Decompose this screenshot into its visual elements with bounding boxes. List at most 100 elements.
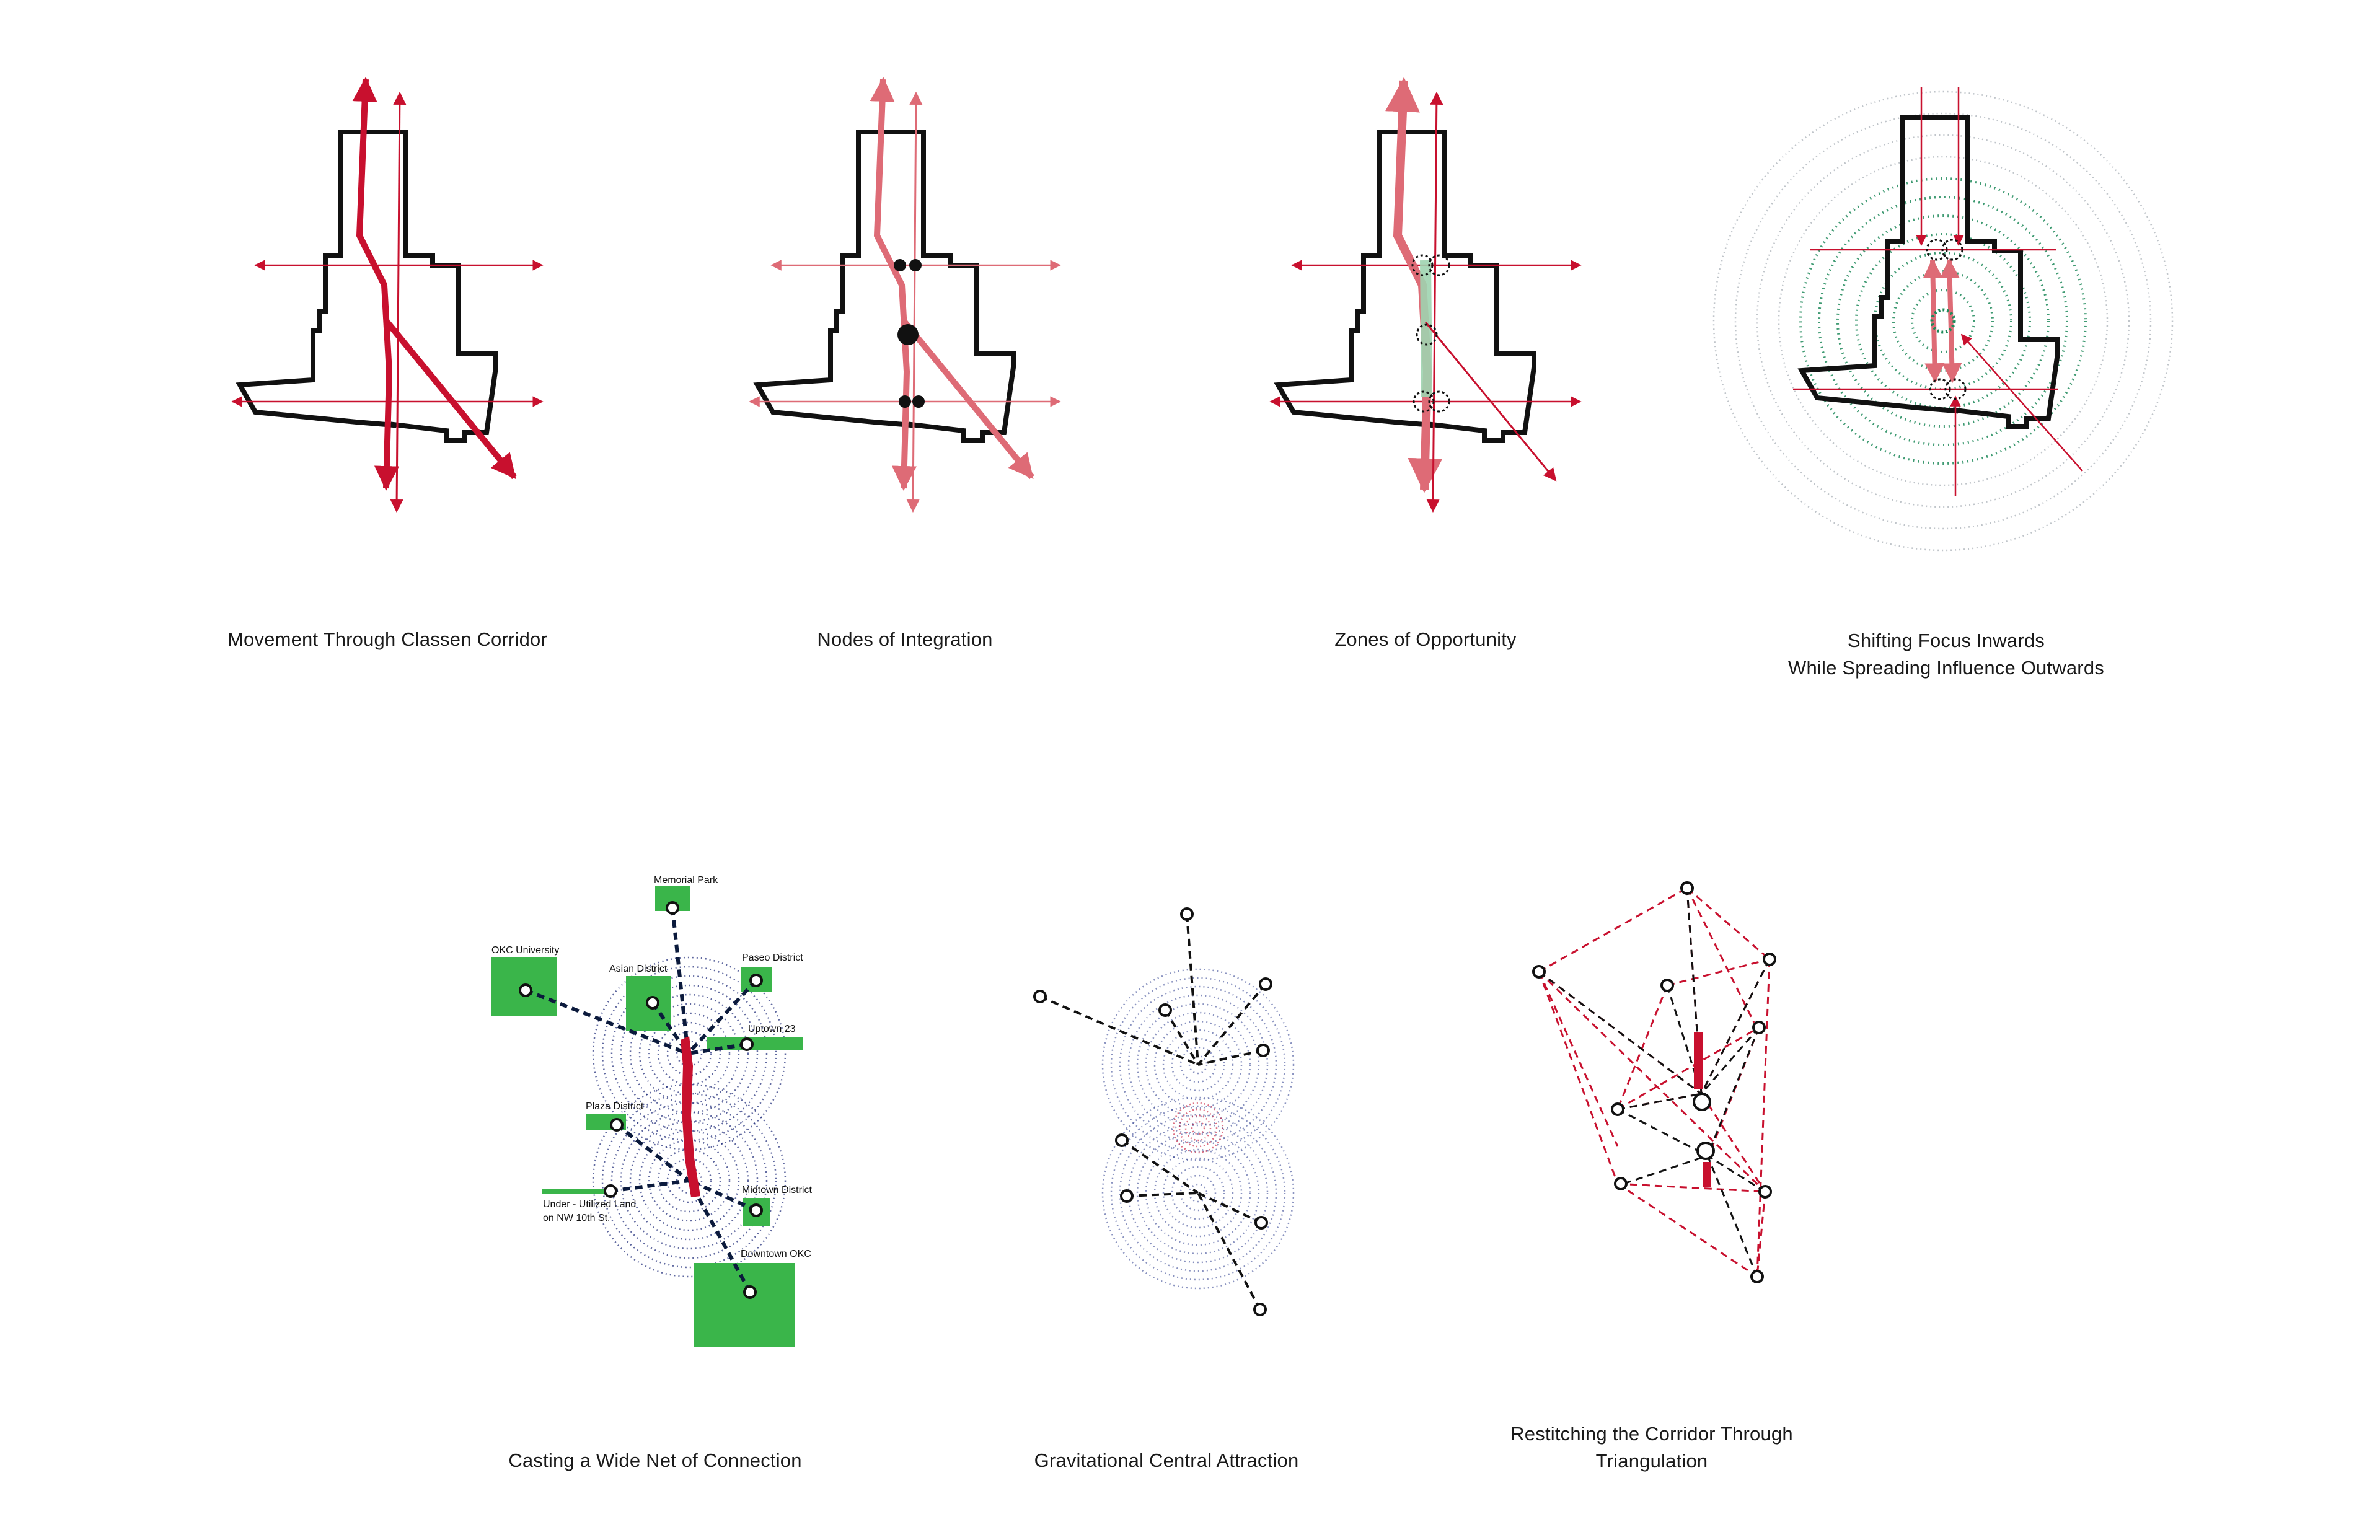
triangulation-nodes — [1532, 881, 1776, 1283]
caption-net: Casting a Wide Net of Connection — [508, 1450, 802, 1471]
ring — [1778, 156, 2109, 486]
diagram-nodes — [749, 77, 1061, 513]
diagonal-flow — [902, 320, 1034, 480]
label-midtown-district: Midtown District — [742, 1185, 812, 1195]
node-dot — [912, 395, 925, 408]
net-connectors — [524, 907, 758, 1293]
ring — [592, 1083, 787, 1278]
ring — [1171, 1037, 1225, 1092]
ring — [638, 1130, 740, 1231]
ring — [1734, 112, 2152, 530]
ring — [1179, 1174, 1217, 1212]
label-underutilized-land: Under - Utilized Land — [543, 1199, 636, 1210]
ring — [1119, 985, 1277, 1144]
ring — [676, 1167, 703, 1194]
ring — [1855, 233, 2031, 409]
caption-gravity: Gravitational Central Attraction — [1034, 1450, 1299, 1471]
label-paseo-district: Paseo District — [742, 953, 803, 963]
corridor-outline — [240, 132, 496, 441]
ring — [648, 1012, 731, 1095]
ring — [1110, 1105, 1286, 1281]
diagram-zones — [1269, 77, 1582, 513]
gravity-nodes — [1033, 907, 1272, 1316]
ring — [1153, 1020, 1243, 1109]
ring — [601, 966, 777, 1142]
ring — [1101, 968, 1295, 1161]
corridor-outline — [757, 132, 1013, 441]
label-asian-district: Asian District — [609, 964, 668, 974]
main-corridor-flow — [870, 77, 917, 491]
ring — [1874, 252, 2012, 390]
ring — [1171, 1166, 1225, 1220]
green-zone — [1420, 260, 1432, 397]
destination-block-underutilized-land — [542, 1189, 614, 1194]
zone-ring — [1428, 390, 1450, 413]
gravity-connectors — [1039, 913, 1267, 1310]
node-ring — [1929, 378, 1951, 400]
thin-corridor-flow — [390, 91, 407, 513]
node-dot — [909, 259, 922, 271]
ring — [666, 1158, 712, 1203]
caption-movement: Movement Through Classen Corridor — [227, 628, 548, 650]
ring — [1756, 134, 2130, 508]
ring — [1136, 1131, 1260, 1255]
ring — [1136, 1003, 1260, 1127]
ring — [1178, 1108, 1218, 1148]
destination-block-downtown-okc — [694, 1263, 795, 1347]
inward-flow — [1939, 258, 1962, 384]
diagram-gravity — [1033, 907, 1295, 1316]
net-nodes — [519, 901, 763, 1299]
influence-rings — [1712, 90, 2174, 552]
inflow-diagonal — [1960, 333, 2083, 472]
corridor-segment-north — [1694, 1032, 1703, 1089]
ring — [1153, 1148, 1243, 1238]
black-mesh — [1538, 887, 1771, 1277]
ring — [620, 984, 759, 1123]
ring — [676, 1040, 703, 1067]
ring — [1101, 1096, 1295, 1290]
node-ring — [1944, 378, 1967, 400]
ring — [1799, 177, 2087, 465]
ring — [1191, 1120, 1205, 1135]
zone-ring — [1413, 390, 1435, 413]
ring — [1712, 90, 2174, 552]
diagram-net: Memorial Park OKC University Asian Distr… — [491, 875, 812, 1347]
node-ring — [1926, 239, 1948, 261]
caption-shifting: Shifting Focus Inwards While Spreading I… — [1788, 630, 2104, 679]
inward-flow — [1923, 258, 1945, 384]
ring — [592, 956, 787, 1151]
ring — [638, 1003, 740, 1104]
corridor-segment-south — [1703, 1162, 1711, 1187]
net-corridor — [681, 1036, 700, 1197]
ring — [1179, 1046, 1217, 1083]
ring — [666, 1031, 712, 1076]
ring — [1162, 1157, 1234, 1229]
ring — [629, 1120, 749, 1241]
ring — [648, 1139, 731, 1222]
ring — [1892, 270, 1994, 372]
main-corridor-flow — [352, 77, 399, 491]
diagram-triangulation — [1532, 881, 1776, 1283]
node-dot — [899, 395, 911, 408]
zone-ring — [1416, 323, 1438, 346]
corridor-outline — [1278, 132, 1534, 441]
label-plaza-district: Plaza District — [586, 1101, 644, 1112]
node-ring-center — [1930, 308, 1956, 334]
label-okc-university: OKC University — [491, 945, 559, 956]
ring — [620, 1111, 759, 1250]
ring — [1145, 1011, 1251, 1118]
ring — [1145, 1140, 1251, 1246]
diagonal-flow — [1424, 322, 1557, 482]
ring — [1911, 289, 1975, 353]
caption-zones: Zones of Opportunity — [1334, 628, 1517, 650]
diagram-movement — [231, 77, 544, 513]
node-dot — [894, 259, 906, 271]
label-downtown-okc: Downtown OKC — [741, 1249, 811, 1259]
red-mesh — [1538, 887, 1771, 1278]
label-memorial-park: Memorial Park — [654, 875, 718, 886]
caption-triangulation: Restitching the Corridor Through Triangu… — [1510, 1423, 1793, 1472]
diagram-shifting — [1712, 87, 2174, 552]
gravity-rings — [1101, 968, 1295, 1290]
label-uptown-23: Uptown 23 — [748, 1024, 796, 1034]
